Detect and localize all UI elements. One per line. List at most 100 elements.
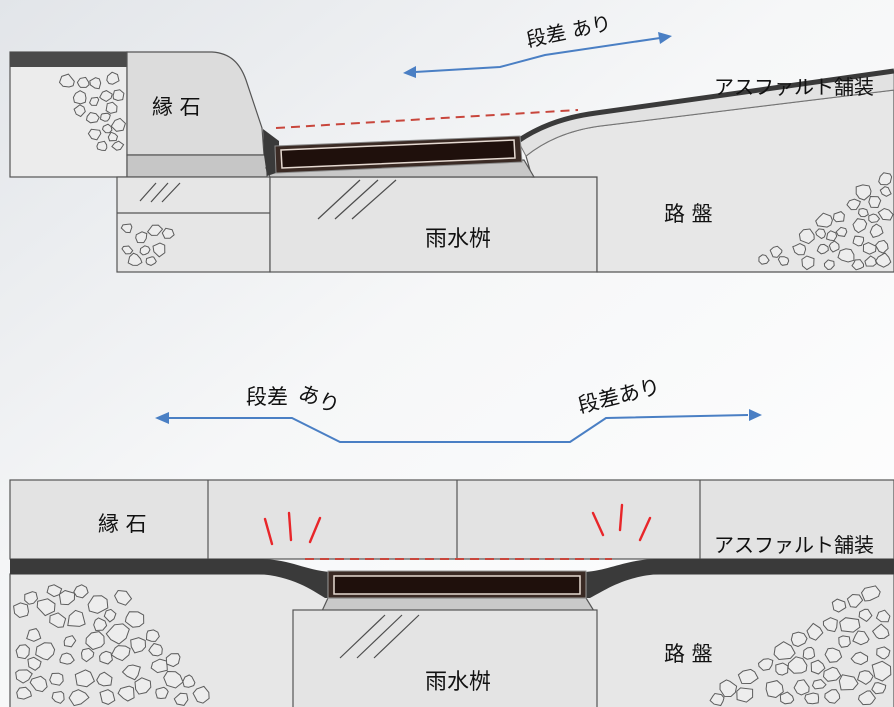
gravel-stone [831, 598, 847, 613]
gravel-stone [871, 682, 887, 695]
hatch-line [373, 614, 420, 659]
gravel-stone [89, 96, 100, 106]
gravel-stone [787, 656, 808, 674]
gravel-stone [74, 669, 96, 688]
bottom-cross-section: 段差 あり 段差あり 縁 石 アスファルト舗装 路 盤 [9, 374, 894, 707]
gravel-stone [835, 226, 848, 237]
gravel-stone [864, 255, 877, 267]
hatch-line [317, 179, 361, 220]
gravel-stone [860, 585, 881, 602]
step-label-left-main: 段差 [246, 385, 288, 409]
gravel-stone [93, 617, 108, 632]
gravel-stone [161, 227, 175, 239]
gravel-stone [869, 223, 884, 238]
gravel-stone [72, 90, 87, 105]
top-cross-section: 縁 石 雨水桝 アスファルト舗装 路 盤 [9, 10, 894, 273]
gravel-stone [49, 672, 64, 686]
gravel-stone [99, 90, 113, 102]
gravel-stone [846, 593, 864, 608]
step-indicator-arrow [168, 414, 749, 443]
gravel-stone [839, 617, 861, 633]
hatch-line [139, 182, 157, 202]
gravel-stone [846, 198, 861, 211]
gravel-stone [815, 228, 827, 240]
gravel-stone [852, 630, 870, 646]
gravel-stone [49, 612, 67, 628]
gravel-stone [757, 658, 774, 671]
gravel-stone [35, 642, 56, 661]
gravel-stone [822, 666, 842, 682]
level-reference-line [275, 109, 579, 129]
gravel-stone [816, 243, 829, 255]
hatch-marks [339, 614, 420, 659]
gravel-stone [111, 140, 125, 151]
gravel-stone [815, 212, 833, 228]
gravel-stone [736, 687, 754, 703]
gravel-stone [96, 140, 108, 152]
gravel-stone [99, 689, 116, 705]
gravel-stone [15, 644, 30, 660]
impact-mark [591, 511, 605, 537]
gravel-cluster [120, 223, 175, 266]
gravel-stone [837, 248, 855, 263]
asphalt-label: アスファルト舗装 [714, 75, 874, 99]
roadbed-label: 路 盤 [664, 202, 713, 226]
impact-mark [308, 516, 322, 544]
curb-joint [263, 129, 279, 176]
curb-foundation-block [116, 176, 271, 273]
impact-marks-left [263, 511, 322, 546]
gravel-stone [858, 608, 873, 623]
gravel-stone [758, 254, 770, 265]
hatch-line [339, 614, 386, 659]
gravel-stone [112, 89, 125, 102]
curb-label: 縁 石 [152, 95, 201, 119]
gravel-stone [852, 235, 865, 247]
gravel-stone [876, 646, 891, 660]
gravel-stone [737, 668, 759, 685]
gravel-stone [67, 609, 86, 627]
gravel-stone [824, 689, 841, 704]
storm-drain-grate [333, 575, 581, 595]
arrowhead-left [155, 412, 169, 424]
gravel-stone [832, 211, 845, 223]
gravel-stone [779, 691, 795, 705]
hatch-line [150, 182, 169, 203]
gravel-stone [73, 104, 86, 118]
gravel-stone [124, 611, 145, 628]
gravel-stone [146, 224, 164, 236]
gravel-stone [874, 239, 889, 254]
gravel-stone [121, 664, 141, 681]
gravel-stone [89, 77, 102, 90]
gravel-stone [105, 623, 130, 645]
gravel-stone [792, 243, 807, 256]
catch-basin-label: 雨水桝 [425, 227, 491, 252]
curb-base-band [126, 154, 268, 178]
hatch-line [351, 179, 397, 220]
gravel-stone [871, 623, 890, 640]
gravel-stone [15, 669, 33, 684]
gravel-stone [719, 679, 738, 698]
gravel-stone [775, 662, 789, 676]
gravel-stone [63, 635, 77, 648]
arrowhead-right [658, 32, 672, 44]
gravel-stone [117, 685, 135, 702]
gravel-stone [13, 602, 30, 619]
gravel-stone [798, 228, 815, 245]
gravel-stone [36, 598, 56, 617]
gravel-stone [165, 653, 181, 668]
hatch-line [334, 179, 379, 220]
impact-mark [638, 516, 652, 542]
gravel-stone [822, 617, 838, 633]
gravel-stone [134, 677, 152, 695]
gravel-stone [139, 245, 151, 256]
gravel-stone [823, 259, 835, 271]
gravel-stone [24, 591, 39, 605]
gravel-stone [192, 685, 210, 704]
gravel-stone [709, 692, 725, 707]
gravel-stone [825, 230, 838, 242]
gravel-stone [810, 659, 826, 675]
gravel-stone [110, 645, 131, 662]
gravel-stone [135, 231, 148, 244]
gravel-stone [26, 628, 42, 642]
